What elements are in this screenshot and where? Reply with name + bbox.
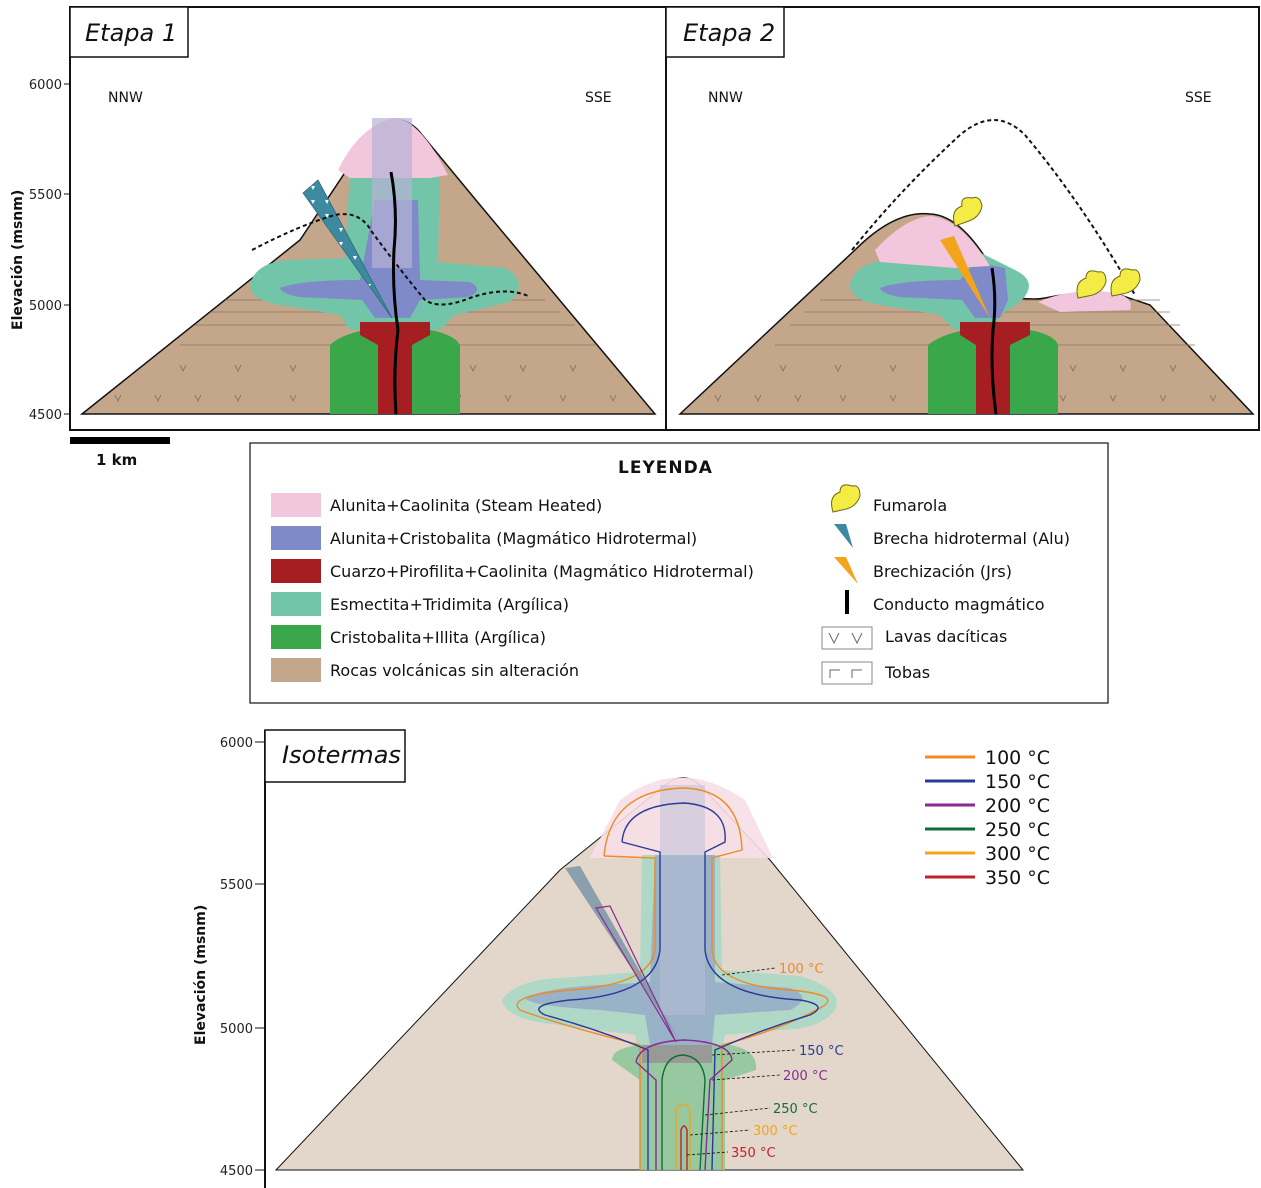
isotherm-label-200: 200 °C xyxy=(783,1069,828,1084)
alunita-cristobalita-zone xyxy=(880,262,1008,318)
isotherm-title: Isotermas xyxy=(282,741,401,769)
isotherm-label-300: 300 °C xyxy=(753,1124,798,1139)
tuff-pattern-icon xyxy=(821,661,873,685)
isotherm-legend-label: 250 °C xyxy=(985,819,1050,841)
isotherm-300 xyxy=(675,1103,691,1170)
isotherms-panel: 100 °C 150 °C 200 °C 250 °C 300 °C 350 °… xyxy=(264,729,1260,1188)
isotherm-200 xyxy=(635,1039,733,1171)
panel-title-box xyxy=(665,6,785,58)
legend-swatch-cuarzo-pirofilita xyxy=(271,559,321,583)
brecciation-icon xyxy=(834,557,858,584)
legend-label: Cuarzo+Pirofilita+Caolinita (Magmático H… xyxy=(330,562,754,581)
tick-6000: 6000 xyxy=(29,78,62,93)
legend-label: Lavas dacíticas xyxy=(885,627,1007,646)
isotherm-350 xyxy=(680,1125,688,1170)
tick-5500: 5500 xyxy=(220,878,253,893)
isotherm-pirofilita-zone xyxy=(642,1045,712,1063)
tick-6000: 6000 xyxy=(220,736,253,751)
tick-5000: 5000 xyxy=(220,1022,253,1037)
legend: LEYENDA Alunita+Caolinita (Steam Heated)… xyxy=(249,442,1109,704)
legend-label: Cristobalita+Illita (Argílica) xyxy=(330,628,546,647)
lava-marks xyxy=(114,364,617,403)
isotherm-200-left xyxy=(635,1061,657,1170)
isotherm-legend-label: 200 °C xyxy=(985,795,1050,817)
panel-title: Etapa 1 xyxy=(85,19,177,47)
legend-label: Brechización (Jrs) xyxy=(873,562,1012,581)
isotherm-label-250: 250 °C xyxy=(773,1102,818,1117)
legend-swatch-rocas xyxy=(271,658,321,682)
fumarole-icon xyxy=(953,196,983,227)
direction-left: NNW xyxy=(708,90,743,106)
panel-etapa-2: NNW SSE Etapa 2 xyxy=(665,6,1260,431)
isotherm-150 xyxy=(621,802,819,1171)
panel-etapa-1: NNW SSE Etapa 1 xyxy=(69,6,667,431)
isotherm-150-left xyxy=(538,841,661,1170)
isotherm-legend: 100 °C 150 °C 200 °C 250 °C 300 °C 350 °… xyxy=(925,747,1050,889)
fumarole-icon xyxy=(831,484,861,513)
breccia-body xyxy=(302,179,393,319)
lava-pattern-icon xyxy=(821,626,873,650)
isotherm-legend-label: 150 °C xyxy=(985,771,1050,793)
alunita-caolinita-zone-2 xyxy=(1038,291,1131,312)
isotherm-label-150: 150 °C xyxy=(799,1044,844,1059)
lava-marks xyxy=(714,364,1217,403)
legend-label: Brecha hidrotermal (Alu) xyxy=(873,529,1070,548)
panel-title-box xyxy=(69,6,189,58)
isotherm-legend-label: 300 °C xyxy=(985,843,1050,865)
isotherm-plume xyxy=(660,785,705,1015)
paleo-surface xyxy=(251,213,529,306)
isotherm-breccia xyxy=(565,866,680,1042)
legend-label: Esmectita+Tridimita (Argílica) xyxy=(330,595,569,614)
conduit-icon xyxy=(845,590,849,614)
legend-swatch-esmectita xyxy=(271,592,321,616)
fumarole-icon xyxy=(1076,268,1141,299)
y-axis-label: Elevación (msnm) xyxy=(10,190,26,330)
legend-swatch-cristobalita-illita xyxy=(271,625,321,649)
direction-right: SSE xyxy=(585,90,612,106)
tick-5000: 5000 xyxy=(29,299,62,314)
tick-5500: 5500 xyxy=(29,188,62,203)
y-axis-bottom: 6000 5500 5000 4500 Elevación (msnm) xyxy=(193,736,265,1179)
legend-swatch-alunita-cristobalita xyxy=(271,526,321,550)
legend-label: Alunita+Caolinita (Steam Heated) xyxy=(330,496,602,515)
breccia-icon xyxy=(834,524,853,548)
isotherm-250 xyxy=(661,1054,706,1171)
legend-label: Fumarola xyxy=(873,496,947,515)
direction-left: NNW xyxy=(108,90,143,106)
cuarzo-pirofilita-zone xyxy=(960,322,1030,414)
tick-4500: 4500 xyxy=(29,408,62,423)
isotherm-label-100: 100 °C xyxy=(779,962,824,977)
magmatic-conduit xyxy=(389,171,400,415)
isotherm-legend-label: 350 °C xyxy=(985,867,1050,889)
legend-label: Tobas xyxy=(884,663,930,682)
legend-frame xyxy=(249,442,1109,704)
brecciation-body xyxy=(940,236,990,318)
legend-label: Conducto magmático xyxy=(873,595,1045,614)
tick-4500: 4500 xyxy=(220,1164,253,1179)
direction-right: SSE xyxy=(1185,90,1212,106)
isotherm-title-box xyxy=(264,729,406,783)
scale-bar: 1 km xyxy=(70,437,170,469)
isotherm-200-breccia xyxy=(595,905,677,1043)
isotherm-label-350: 350 °C xyxy=(731,1146,776,1161)
legend-label: Alunita+Cristobalita (Magmático Hidroter… xyxy=(330,529,697,548)
legend-title: LEYENDA xyxy=(618,458,713,478)
isotherm-100 xyxy=(603,787,829,1170)
legend-label: Rocas volcánicas sin alteración xyxy=(330,661,579,680)
isotherm-100-left xyxy=(516,855,656,1170)
y-axis-label: Elevación (msnm) xyxy=(193,905,209,1045)
magmatic-conduit xyxy=(990,267,998,415)
plume xyxy=(372,118,412,268)
paleo-surface xyxy=(851,119,1136,296)
isotherm-legend-label: 100 °C xyxy=(985,747,1050,769)
legend-swatch-steam-heated xyxy=(271,493,321,517)
y-axis-top: 6000 5500 5000 4500 Elevación (msnm) xyxy=(10,78,70,423)
scale-bar-label: 1 km xyxy=(96,451,137,469)
panel-title: Etapa 2 xyxy=(683,19,775,47)
